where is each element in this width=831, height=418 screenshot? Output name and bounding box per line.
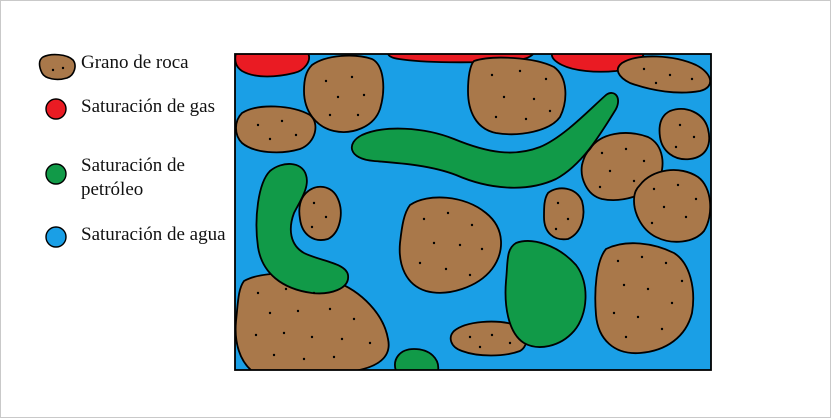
rock-grain-icon [37, 51, 77, 83]
green-circle-icon [37, 154, 77, 186]
blue-circle-icon [37, 223, 77, 255]
legend-label-oil: Saturación de petróleo [81, 154, 231, 202]
legend-item-water: Saturación de agua [37, 223, 231, 255]
pore-saturation-diagram [234, 53, 712, 371]
rock-grain [659, 109, 709, 159]
rock-grain [304, 56, 383, 132]
rock-grain [236, 106, 315, 152]
legend-item-gas: Saturación de gas [37, 95, 231, 127]
red-circle-icon [37, 95, 77, 127]
rock-grain [299, 187, 341, 240]
legend-label-rock-grain: Grano de roca [81, 51, 231, 75]
rock-grain [544, 188, 583, 239]
legend-item-oil: Saturación de petróleo [37, 154, 231, 202]
rock-grain [595, 243, 693, 353]
legend-label-water: Saturación de agua [81, 223, 231, 247]
legend-label-gas: Saturación de gas [81, 95, 231, 119]
legend-item-rock-grain: Grano de roca [37, 51, 231, 83]
rock-grain [468, 58, 565, 135]
